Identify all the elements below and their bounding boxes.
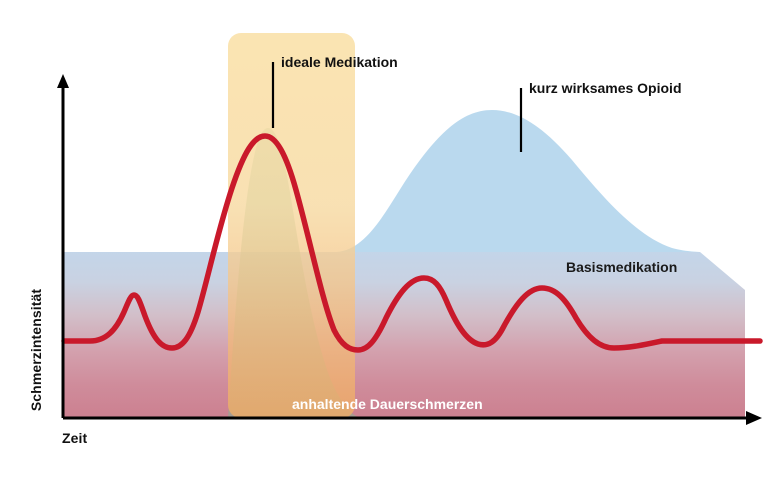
annotation-short-acting-opioid: kurz wirksames Opioid: [529, 80, 682, 96]
x-axis-label: Zeit: [62, 430, 88, 446]
annotation-persistent-pain: anhaltende Dauerschmerzen: [292, 396, 483, 412]
y-axis-label: Schmerzintensität: [28, 288, 44, 412]
annotation-base-medication: Basismedikation: [566, 259, 678, 275]
annotation-ideal-medication: ideale Medikation: [281, 54, 398, 70]
